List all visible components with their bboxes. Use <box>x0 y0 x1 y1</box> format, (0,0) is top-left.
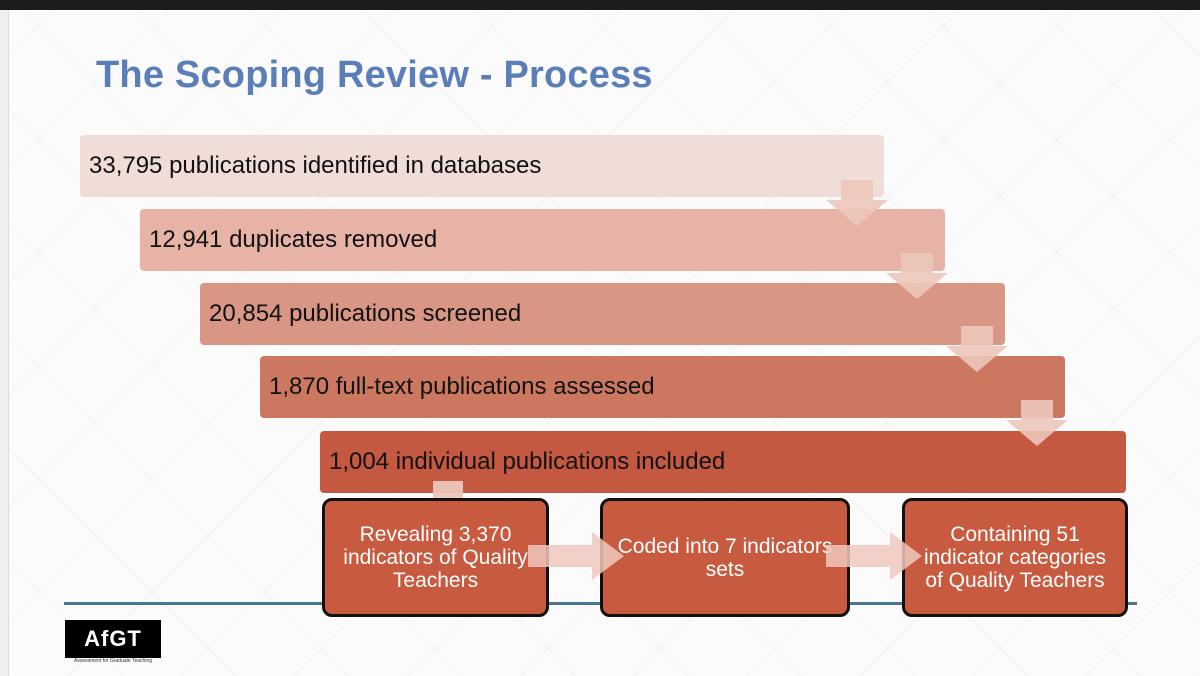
step-identified: 33,795 publications identified in databa… <box>80 135 884 197</box>
result-label: Revealing 3,370 indicators of Quality Te… <box>343 523 528 592</box>
step-screened: 20,854 publications screened <box>200 283 1005 345</box>
afgt-logo: AfGT <box>65 620 161 658</box>
logo-text: AfGT <box>84 626 142 651</box>
step-full-text-assessed: 1,870 full-text publications assessed <box>260 356 1065 418</box>
result-label: Coded into 7 indicators sets <box>617 534 833 581</box>
logo-subtitle: Assessment for Graduate Teaching <box>73 658 152 664</box>
down-arrow-icon <box>826 180 888 226</box>
result-box-indicator-sets: Coded into 7 indicators sets <box>600 498 850 617</box>
result-label: Containing 51 indicator categories of Qu… <box>923 523 1107 592</box>
down-arrow-icon <box>886 253 948 299</box>
down-arrow-icon <box>1006 400 1068 446</box>
down-arrow-icon <box>946 326 1008 372</box>
right-arrow-icon <box>528 532 624 580</box>
slide: The Scoping Review - Process 33,795 publ… <box>9 10 1200 676</box>
step-duplicates-removed: 12,941 duplicates removed <box>140 209 945 271</box>
window-top-bar <box>0 0 1200 10</box>
right-arrow-icon <box>826 532 922 580</box>
result-box-indicator-categories: Containing 51 indicator categories of Qu… <box>902 498 1128 617</box>
result-box-indicators: Revealing 3,370 indicators of Quality Te… <box>322 498 549 617</box>
slide-panel-edge <box>0 10 9 676</box>
slide-title: The Scoping Review - Process <box>96 54 653 96</box>
